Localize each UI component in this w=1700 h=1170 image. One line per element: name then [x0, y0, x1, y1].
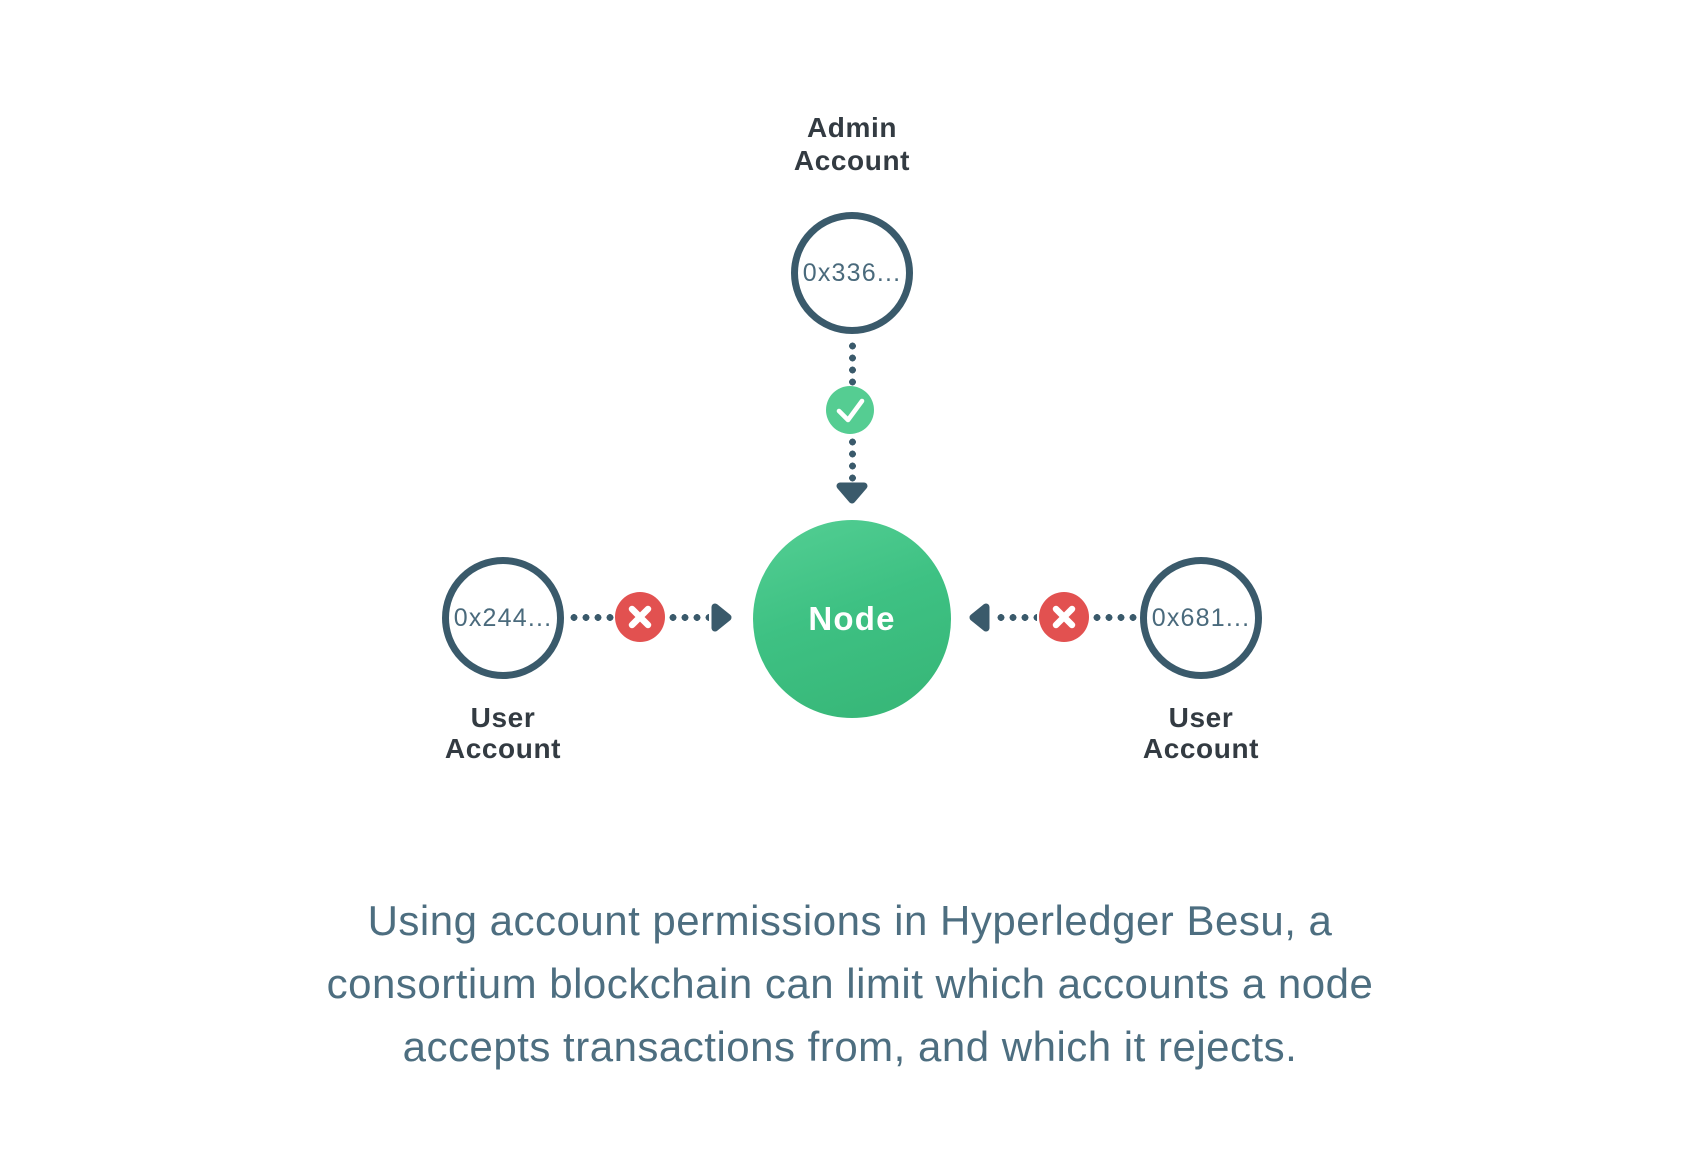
- right-user-account-label: User Account: [1001, 702, 1401, 764]
- node-label: Node: [808, 600, 896, 637]
- node-circle: Node: [753, 520, 951, 718]
- admin-account-address: 0x336...: [802, 258, 902, 287]
- dotted-connector-right-inner: [995, 613, 1037, 621]
- caption-line2: consortium blockchain can limit which ac…: [326, 960, 1374, 1007]
- left-user-account-circle: 0x244...: [442, 557, 564, 679]
- arrow-down-icon: [832, 481, 872, 511]
- right-user-account-label-line2: Account: [1142, 733, 1260, 764]
- arrow-left-icon: [967, 600, 992, 640]
- dotted-connector-admin-upper: [848, 340, 856, 386]
- left-user-account-label-line2: Account: [444, 733, 562, 764]
- left-user-account-label: User Account: [303, 702, 703, 764]
- left-user-account-label-line1: User: [470, 702, 536, 733]
- right-user-account-circle: 0x681...: [1140, 557, 1262, 679]
- right-user-account-address: 0x681...: [1151, 603, 1251, 632]
- right-user-account-label-line1: User: [1168, 702, 1234, 733]
- caption-line3: accepts transactions from, and which it …: [402, 1023, 1298, 1070]
- caption: Using account permissions in Hyperledger…: [0, 889, 1700, 1078]
- dotted-connector-admin-lower: [848, 436, 856, 482]
- cross-icon: [615, 592, 665, 642]
- dotted-connector-left-outer: [568, 613, 614, 621]
- admin-account-label-line2: Account: [793, 145, 911, 176]
- left-user-account-address: 0x244...: [453, 603, 553, 632]
- arrow-right-icon: [709, 600, 734, 640]
- cross-icon: [1039, 592, 1089, 642]
- dotted-connector-right-outer: [1091, 613, 1137, 621]
- dotted-connector-left-inner: [667, 613, 709, 621]
- admin-account-label-line1: Admin: [806, 112, 898, 143]
- caption-line1: Using account permissions in Hyperledger…: [367, 897, 1333, 944]
- check-icon: [826, 386, 874, 434]
- admin-account-circle: 0x336...: [791, 212, 913, 334]
- admin-account-label: Admin Account: [652, 111, 1052, 177]
